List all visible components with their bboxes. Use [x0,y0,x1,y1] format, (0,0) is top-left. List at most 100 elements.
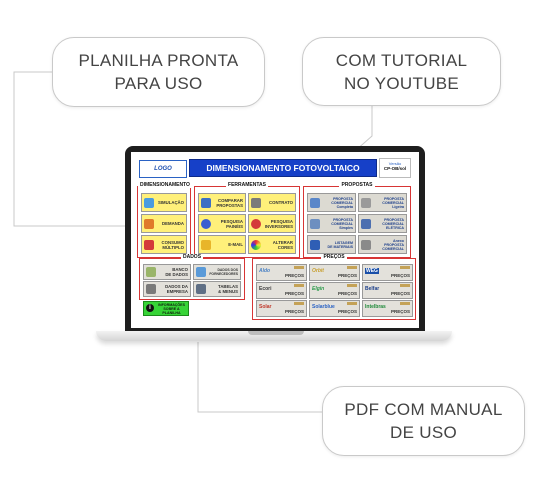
contrato-button[interactable]: CONTRATO [248,193,296,212]
precos-elgin-button[interactable]: Elgin PREÇOS [309,282,360,299]
bar-chart-icon [144,239,154,250]
precos-elgin-label: PREÇOS [337,291,357,296]
document-bolt-icon [361,218,371,229]
demanda-label: DEMANDA [162,221,184,226]
color-wheel-icon [251,239,261,250]
sheet-title: DIMENSIONAMENTO FOTOVOLTAICO [189,159,377,177]
section-dimensionamento: DIMENSIONAMENTO SIMULAÇÃO DEMANDA CONSUM… [137,182,192,258]
pesquisa-inversores-label: PESQUISA INVERSORES [264,218,293,229]
simulacao-button[interactable]: SIMULAÇÃO [141,193,187,212]
version-value: CP-OB/sol [383,166,407,171]
document-lines-icon [310,218,320,229]
paperclip-icon [361,239,371,250]
info-icon: i [146,304,154,312]
weg-logo: WEG [365,268,379,274]
precos-intelbras-label: PREÇOS [390,309,410,314]
precos-aldo-label: PREÇOS [284,273,304,278]
callout-planilha: PLANILHA PRONTA PARA USO [52,37,265,107]
tabelas-menus-label: TABELAS & MENUS [218,284,238,294]
pesquisa-paineis-button[interactable]: PESQUISA PAINÉIS [198,214,246,233]
callout-planilha-line2: PARA USO [114,74,203,93]
section-propostas: PROPOSTAS PROPOSTA COMERCIAL Completa PR… [303,182,411,258]
envelope-icon [201,239,211,250]
consumo-multiplo-label: CONSUMO MÚLTIPLO [161,239,184,250]
precos-orbit-label: PREÇOS [337,273,357,278]
magnifier-red-icon [251,218,261,229]
proposta-ligeira-label: PROPOSTA COMERCIAL Ligeira [382,196,404,209]
precos-belfar-label: PREÇOS [390,291,410,296]
section-precos: PREÇOS Aldo PREÇOS Orbit PREÇOS WEG PREÇ… [252,254,416,320]
callout-tutorial: COM TUTORIAL NO YOUTUBE [302,37,501,106]
list-icon [310,239,320,250]
section-propostas-title: PROPOSTAS [339,182,375,188]
alterar-cores-label: ALTERAR CORES [272,239,293,250]
precos-intelbras-button[interactable]: Intelbras PREÇOS [362,300,413,317]
company-logo: LOGO [139,160,187,178]
table-icon [196,284,206,294]
clock-icon [144,218,154,229]
dados-empresa-button[interactable]: DADOS DA EMPRESA [143,281,191,297]
document-icon [251,197,261,208]
proposta-completa-label: PROPOSTA COMERCIAL Completa [331,196,353,209]
chart-icon [144,197,154,208]
pesquisa-inversores-button[interactable]: PESQUISA INVERSORES [248,214,296,233]
precos-orbit-button[interactable]: Orbit PREÇOS [309,264,360,281]
proposta-ligeira-button[interactable]: PROPOSTA COMERCIAL Ligeira [358,193,407,212]
proposta-simples-label: PROPOSTA COMERCIAL Simples [331,217,353,230]
spreadsheet-display: LOGO DIMENSIONAMENTO FOTOVOLTAICO Versão… [131,152,419,328]
alterar-cores-button[interactable]: ALTERAR CORES [248,235,296,254]
callout-tutorial-line2: NO YOUTUBE [343,73,460,93]
callout-pdf-line2: DE USO [390,423,457,442]
informacoes-label: INFORMAÇÕES SOBRE A PLANILHA [158,303,185,315]
informacoes-button[interactable]: i INFORMAÇÕES SOBRE A PLANILHA [143,301,189,316]
proposta-eletrica-button[interactable]: PROPOSTA COMERCIAL ELÉTRICA [358,214,407,233]
version-box: Versão CP-OB/sol [379,158,411,178]
consumo-multiplo-button[interactable]: CONSUMO MÚLTIPLO [141,235,187,254]
section-dados-title: DADOS [180,254,204,260]
dados-fornecedores-button[interactable]: DADOS DOS FORNECEDORES [193,264,241,280]
supplier-icon [196,267,206,277]
contrato-label: CONTRATO [269,200,293,205]
laptop-notch [248,331,304,335]
anexo-proposta-button[interactable]: Anexo PROPOSTA COMERCIAL [358,235,407,254]
callout-pdf-line1: PDF COM MANUAL [344,400,503,419]
email-button[interactable]: E-MAIL [198,235,246,254]
tabelas-menus-button[interactable]: TABELAS & MENUS [193,281,241,297]
comparar-propostas-label: COMPARAR PROPOSTAS [216,197,243,208]
dados-empresa-label: DADOS DA EMPRESA [165,284,188,294]
precos-weg-button[interactable]: WEG PREÇOS [362,264,413,281]
listagem-materiais-label: LISTAGEM DE MATERIAIS [327,240,354,249]
ecori-logo: Ecori [259,286,272,292]
section-dimensionamento-title: DIMENSIONAMENTO [138,182,192,188]
precos-solarblue-button[interactable]: Solarblue PREÇOS [309,300,360,317]
pesquisa-paineis-label: PESQUISA PAINÉIS [220,218,243,229]
precos-weg-label: PREÇOS [390,273,410,278]
document-gray-icon [361,197,371,208]
listagem-materiais-button[interactable]: LISTAGEM DE MATERIAIS [307,235,356,254]
precos-ecori-button[interactable]: Ecori PREÇOS [256,282,307,299]
precos-belfar-button[interactable]: Belfar PREÇOS [362,282,413,299]
precos-ecori-label: PREÇOS [284,291,304,296]
belfar-logo: Belfar [365,286,380,292]
solar-logo: Solar [259,304,272,310]
precos-solar-button[interactable]: Solar PREÇOS [256,300,307,317]
orbit-logo: Orbit [312,268,324,274]
elgin-logo: Elgin [312,286,325,292]
section-dados: DADOS BANCO DE DADOS DADOS DOS FORNECEDO… [139,254,245,300]
proposta-completa-button[interactable]: PROPOSTA COMERCIAL Completa [307,193,356,212]
precos-solarblue-label: PREÇOS [337,309,357,314]
precos-aldo-button[interactable]: Aldo PREÇOS [256,264,307,281]
banco-dados-button[interactable]: BANCO DE DADOS [143,264,191,280]
proposta-simples-button[interactable]: PROPOSTA COMERCIAL Simples [307,214,356,233]
building-icon [146,284,156,294]
demanda-button[interactable]: DEMANDA [141,214,187,233]
comparar-propostas-button[interactable]: COMPARAR PROPOSTAS [198,193,246,212]
solarblue-logo: Solarblue [312,304,335,310]
callout-planilha-line1: PLANILHA PRONTA [78,51,239,70]
anexo-proposta-label: Anexo PROPOSTA COMERCIAL [382,238,404,251]
magnifier-icon [201,218,211,229]
proposta-eletrica-label: PROPOSTA COMERCIAL ELÉTRICA [382,217,404,230]
simulacao-label: SIMULAÇÃO [157,200,184,205]
people-icon [201,197,211,208]
document-blue-icon [310,197,320,208]
